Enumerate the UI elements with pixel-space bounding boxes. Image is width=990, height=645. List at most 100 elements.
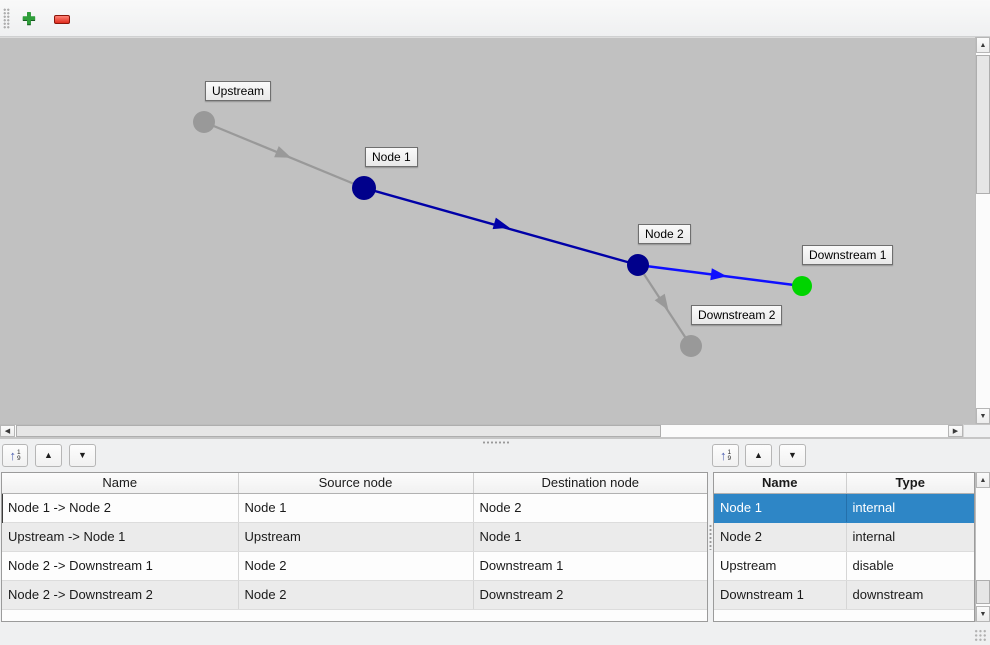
graph-svg	[193, 111, 812, 357]
node-label-downstream1[interactable]: Downstream 1	[802, 245, 894, 265]
table-row[interactable]: Upstream disable	[714, 551, 974, 581]
table-row[interactable]: Node 2 -> Downstream 1 Node 2 Downstream…	[2, 551, 707, 581]
edge-source-cell[interactable]: Node 2	[238, 551, 474, 581]
add-button[interactable]: ✚	[15, 5, 43, 33]
canvas-horizontal-scrollbar[interactable]: ◀ ▶	[0, 424, 963, 437]
node-move-up-button[interactable]: ▲	[745, 444, 772, 467]
node-name-cell[interactable]: Node 1	[714, 493, 847, 523]
node-table-header-row: Name Type	[714, 473, 974, 494]
edge-destination-cell[interactable]: Downstream 1	[473, 551, 707, 581]
node-downstream1[interactable]	[792, 276, 812, 296]
scrollbar-track[interactable]	[15, 425, 948, 437]
edge-source-cell[interactable]: Node 1	[238, 493, 474, 523]
edge-name-cell[interactable]: Node 2 -> Downstream 1	[2, 551, 239, 581]
arrowhead-icon	[492, 217, 510, 230]
node-label-node2[interactable]: Node 2	[638, 224, 691, 244]
graph-canvas[interactable]: Upstream Node 1 Node 2 Downstream 1 Down…	[0, 37, 975, 424]
node-label-upstream[interactable]: Upstream	[205, 81, 272, 101]
node-type-cell[interactable]: internal	[846, 522, 974, 552]
node-node1[interactable]	[352, 176, 376, 200]
node-upstream[interactable]	[193, 111, 215, 133]
node-type-cell[interactable]: internal	[846, 493, 974, 523]
edge-destination-cell[interactable]: Downstream 2	[473, 580, 707, 610]
node-label-downstream2[interactable]: Downstream 2	[691, 305, 783, 325]
node-label-node1[interactable]: Node 1	[365, 147, 418, 167]
table-row[interactable]: Node 2 internal	[714, 522, 974, 552]
scrollbar-thumb[interactable]	[16, 425, 661, 437]
scroll-left-button[interactable]: ◀	[0, 425, 15, 437]
scrollbar-thumb[interactable]	[976, 55, 990, 194]
node-table-scrollbar[interactable]: ▲ ▼	[975, 472, 990, 622]
down-arrow-icon: ▼	[78, 450, 87, 460]
scroll-left-icon: ◀	[4, 427, 11, 435]
edge-name-cell[interactable]: Node 2 -> Downstream 2	[2, 580, 239, 610]
node-node2[interactable]	[627, 254, 649, 276]
table-row[interactable]: Upstream -> Node 1 Upstream Node 1	[2, 522, 707, 552]
scroll-right-button[interactable]: ▶	[948, 425, 963, 437]
main-toolbar: ✚	[0, 0, 990, 37]
arrowhead-icon	[274, 146, 292, 158]
canvas-vertical-scrollbar[interactable]: ▲ ▼	[975, 37, 990, 424]
splitter-handle-dots	[482, 441, 510, 444]
node-name-cell[interactable]: Node 2	[714, 522, 847, 552]
table-row[interactable]: Node 1 -> Node 2 Node 1 Node 2	[2, 493, 707, 523]
toolbar-drag-handle[interactable]	[3, 8, 10, 29]
edge-table-panel: Name Source node Destination node Node 1…	[1, 472, 708, 622]
edge-name-cell[interactable]: Upstream -> Node 1	[2, 522, 239, 552]
horizontal-splitter[interactable]	[0, 437, 990, 444]
scroll-down-icon: ▼	[979, 412, 987, 420]
node-move-down-button[interactable]: ▼	[779, 444, 806, 467]
edge-destination-cell[interactable]: Node 2	[473, 493, 707, 523]
scroll-down-icon: ▼	[979, 610, 987, 618]
scroll-up-icon: ▲	[979, 41, 987, 49]
vertical-splitter[interactable]	[708, 472, 713, 622]
header-destination-node[interactable]: Destination node	[473, 473, 707, 494]
scroll-up-button[interactable]: ▲	[976, 37, 990, 53]
node-name-cell[interactable]: Upstream	[714, 551, 847, 581]
current-row-indicator	[2, 494, 3, 523]
window-resize-grip[interactable]	[974, 629, 987, 642]
edge-table: Name Source node Destination node Node 1…	[2, 473, 707, 610]
edge-name-cell[interactable]: Node 1 -> Node 2	[2, 493, 239, 523]
node-downstream2[interactable]	[680, 335, 702, 357]
arrowhead-icon	[710, 268, 727, 281]
edge-source-cell[interactable]: Node 2	[238, 580, 474, 610]
scroll-down-button[interactable]: ▼	[976, 606, 990, 622]
edge-move-down-button[interactable]: ▼	[69, 444, 96, 467]
scroll-up-icon: ▲	[979, 476, 987, 484]
scrollbar-corner	[963, 424, 990, 437]
table-row[interactable]: Node 2 -> Downstream 2 Node 2 Downstream…	[2, 580, 707, 610]
node-type-cell[interactable]: disable	[846, 551, 974, 581]
header-source-node[interactable]: Source node	[238, 473, 474, 494]
table-row-selected[interactable]: Node 1 internal	[714, 493, 974, 523]
edge-destination-cell[interactable]: Node 1	[473, 522, 707, 552]
header-name[interactable]: Name	[2, 473, 239, 494]
scroll-down-button[interactable]: ▼	[976, 408, 990, 424]
remove-button[interactable]	[48, 5, 76, 33]
scrollbar-thumb[interactable]	[976, 580, 990, 604]
node-type-cell[interactable]: downstream	[846, 580, 974, 610]
header-type[interactable]: Type	[846, 473, 974, 494]
minus-icon	[54, 14, 70, 24]
splitter-handle-dots	[709, 524, 712, 550]
plus-icon: ✚	[22, 11, 36, 28]
up-arrow-icon: ▲	[754, 450, 763, 460]
scrollbar-track[interactable]	[976, 488, 990, 606]
scroll-right-icon: ▶	[952, 427, 959, 435]
arrowhead-icon	[654, 293, 669, 311]
scrollbar-track[interactable]	[976, 53, 990, 408]
edge-move-up-button[interactable]: ▲	[35, 444, 62, 467]
scroll-up-button[interactable]: ▲	[976, 472, 990, 488]
node-name-cell[interactable]: Downstream 1	[714, 580, 847, 610]
table-row[interactable]: Downstream 1 downstream	[714, 580, 974, 610]
node-table: Name Type Node 1 internal Node 2 interna…	[714, 473, 974, 610]
header-name[interactable]: Name	[714, 473, 847, 494]
edge-source-cell[interactable]: Upstream	[238, 522, 474, 552]
down-arrow-icon: ▼	[788, 450, 797, 460]
up-arrow-icon: ▲	[44, 450, 53, 460]
